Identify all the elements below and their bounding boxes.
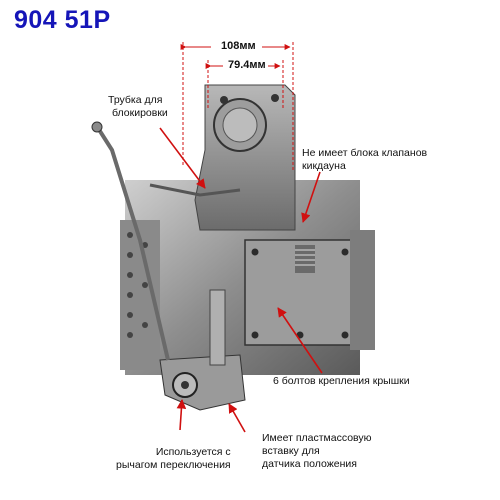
callout-line: кикдауна: [302, 160, 346, 172]
callout-lockup-tube: Трубка для блокировки: [108, 94, 168, 120]
plastic-insert-arrow: [228, 403, 246, 433]
callout-shift-lever: Используется с рычагом переключения: [116, 446, 231, 472]
callout-line: Не имеет блока клапанов: [302, 147, 428, 159]
valve-body: [91, 84, 375, 411]
dimension-inner-label: 79.4мм: [226, 59, 268, 71]
callout-line: Имеет пластмассовую: [262, 432, 372, 444]
dimension-lines: [180, 42, 294, 170]
callout-cover-bolts: 6 болтов крепления крышки: [273, 375, 410, 387]
callout-line: Трубка для: [108, 94, 163, 106]
shift-lever-arrow: [176, 399, 187, 431]
callout-line: рычагом переключения: [116, 459, 231, 471]
dimension-outer-label: 108мм: [219, 40, 258, 52]
callout-line: блокировки: [112, 107, 168, 119]
callout-arrows: [159, 127, 323, 433]
callout-no-kickdown: Не имеет блока клапанов кикдауна: [302, 147, 427, 173]
page-title: 904 51P: [14, 6, 111, 34]
callout-line: датчика положения: [262, 458, 357, 470]
callout-plastic-insert: Имеет пластмассовую вставку для датчика …: [262, 432, 372, 471]
callout-line: вставку для: [262, 445, 320, 457]
callout-line: Используется с: [155, 446, 231, 458]
no-kickdown-arrow: [301, 171, 321, 223]
cover-bolts-arrow: [277, 307, 323, 374]
lockup-tube-arrow: [159, 127, 206, 189]
